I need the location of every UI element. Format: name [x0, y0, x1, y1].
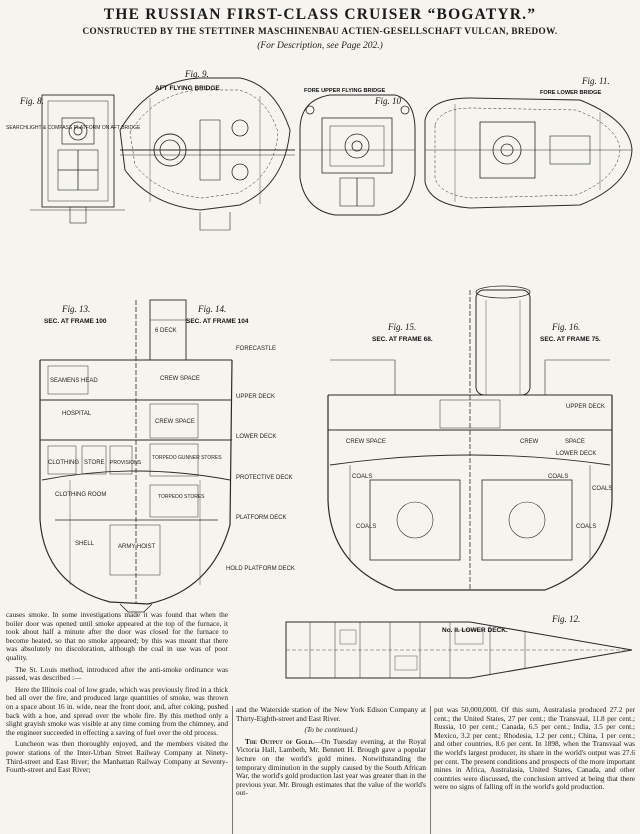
fig14-caption: SEC. AT FRAME 104 [186, 318, 249, 325]
fig8-searchlight-platform-drawing [30, 94, 125, 224]
sec104-label: ARMY HOIST [118, 544, 156, 550]
coals-label: COALS [592, 486, 612, 492]
article-column-1: causes smoke. In some investigations mad… [6, 611, 228, 833]
coals-label: COALS [352, 474, 372, 480]
sec104-label: 6 DECK [155, 328, 177, 334]
sec75-label: LOWER DECK [556, 451, 596, 457]
fig9-label: Fig. 9. [184, 69, 209, 79]
column-rule [232, 706, 233, 834]
coals-label: COALS [576, 524, 596, 530]
sec104-label: TORPEDO STORES [158, 494, 205, 500]
gold-output-paragraph: The Output of Gold.—On Tuesday evening, … [236, 736, 426, 798]
page-subtitle: CONSTRUCTED BY THE STETTINER MASCHINENBA… [82, 26, 558, 36]
article-paragraph: Here the Illinois coal of low grade, whi… [6, 684, 228, 737]
fig8-caption: SEARCHLIGHT & COMPASS PLATFORM ON AFT BR… [6, 125, 141, 131]
sec104-label: UPPER DECK [236, 394, 275, 400]
fig9-aft-flying-bridge-drawing [119, 77, 295, 231]
fig8-label: Fig. 8. [19, 96, 44, 106]
sec68-label: CREW SPACE [346, 439, 386, 445]
page-description-note: (For Description, see Page 202.) [257, 41, 383, 51]
fig12-caption: No. II. LOWER DECK. [442, 627, 508, 634]
sec104-label: CREW SPACE [155, 419, 195, 425]
gold-output-heading: The Output of Gold. [245, 736, 314, 746]
fig13-label: Fig. 13. [61, 304, 90, 314]
article-column-3: put was 50,000,000l. Of this sum, Austra… [434, 706, 635, 834]
column-rule [430, 706, 431, 834]
fig16-label: Fig. 16. [551, 322, 580, 332]
sec104-label: HOLD PLATFORM DECK [226, 566, 295, 572]
fig15-label: Fig. 15. [387, 322, 416, 332]
coals-label: COALS [548, 474, 568, 480]
article-paragraph: Luncheon was then thoroughly enjoyed, an… [6, 739, 228, 775]
gold-output-text: —On Tuesday evening, at the Royal Victor… [236, 736, 426, 798]
fig10-fore-upper-bridge-drawing [299, 94, 416, 216]
article-paragraph: put was 50,000,000l. Of this sum, Austra… [434, 706, 635, 792]
page-title: THE RUSSIAN FIRST-CLASS CRUISER “BOGATYR… [103, 6, 537, 23]
sec75-label: SPACE [565, 439, 585, 445]
sec100-label: CLOTHING [48, 460, 79, 466]
fig13-fig14-sections-drawing [39, 299, 233, 613]
sec100-label: STORE [84, 460, 105, 466]
fig15-fig16-sections-drawing [327, 285, 613, 591]
sec104-label: CREW SPACE [160, 376, 200, 382]
sec104-label: PLATFORM DECK [236, 515, 287, 521]
sec104-label: TORPEDO GUNNER STORES [152, 455, 222, 461]
fig9-caption: AFT FLYING BRIDGE [155, 85, 220, 92]
article-paragraph: and the Waterside station of the New Yor… [236, 706, 426, 723]
coals-label: COALS [356, 524, 376, 530]
sec75-label: CREW [520, 439, 539, 445]
sec100-label: HOSPITAL [62, 411, 92, 417]
sec104-label: FORECASTLE [236, 346, 276, 352]
fig12-lower-deck-plan-drawing [285, 621, 633, 679]
sec100-label: PROVISIONS [110, 460, 142, 466]
sec100-label: CLOTHING ROOM [55, 492, 106, 498]
fig16-caption: SEC. AT FRAME 75. [540, 336, 601, 343]
article-paragraph: causes smoke. In some investigations mad… [6, 611, 228, 662]
fig10-caption: FORE UPPER FLYING BRIDGE [304, 88, 385, 94]
article-paragraph: The St. Louis method, introduced after t… [6, 664, 228, 683]
fig11-fore-lower-bridge-drawing [424, 97, 633, 209]
fig12-label: Fig. 12. [551, 614, 580, 624]
sec100-label: SEAMENS HEAD [50, 378, 98, 384]
fig14-label: Fig. 14. [197, 304, 226, 314]
fig13-caption: SEC. AT FRAME 100 [44, 318, 107, 325]
fig11-caption: FORE LOWER BRIDGE [540, 90, 601, 96]
sec104-label: PROTECTIVE DECK [236, 475, 293, 481]
article-column-2: and the Waterside station of the New Yor… [236, 706, 426, 834]
fig15-caption: SEC. AT FRAME 68. [372, 336, 433, 343]
fig10-label: Fig. 10 [374, 96, 401, 106]
sec75-label: UPPER DECK [566, 404, 605, 410]
sec100-label: SHELL [75, 541, 95, 547]
fig11-label: Fig. 11. [581, 76, 610, 86]
to-be-continued-note: (To be continued.) [304, 725, 358, 735]
sec104-label: LOWER DECK [236, 434, 276, 440]
